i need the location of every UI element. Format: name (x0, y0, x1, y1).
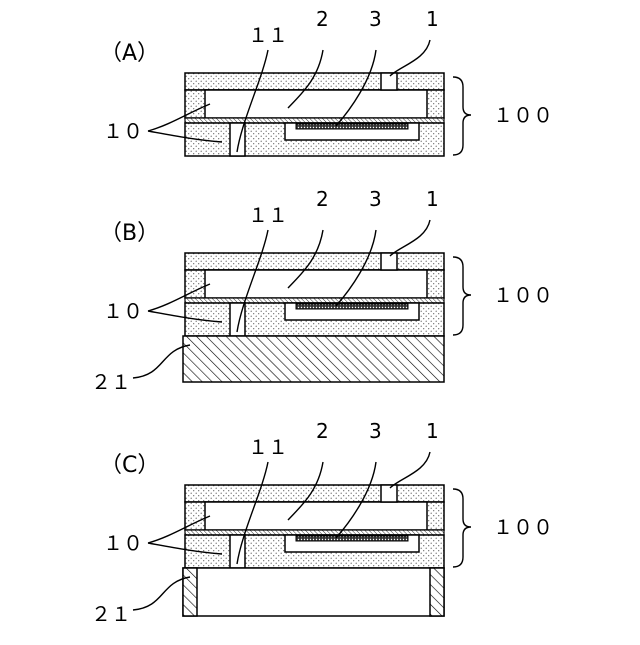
panel-title: （A） (100, 41, 159, 66)
leader-1 (390, 220, 430, 256)
element-1 (381, 253, 397, 270)
label-2: 2 (316, 7, 329, 31)
element-1 (381, 73, 397, 90)
cavity-2 (205, 270, 427, 298)
leader-21 (133, 345, 190, 378)
panel-a: （A） １１ 2 3 1 １０ １００ (100, 7, 553, 156)
panel-title: （C） (100, 453, 159, 478)
label-10: １０ (103, 531, 143, 555)
label-1: 1 (426, 187, 439, 211)
label-1: 1 (426, 419, 439, 443)
base-21-right-wall (430, 568, 444, 616)
label-2: 2 (316, 187, 329, 211)
label-11: １１ (248, 23, 288, 47)
base-21-frame (183, 568, 444, 616)
leader-21 (133, 577, 190, 610)
leader-1 (390, 40, 430, 76)
label-3: 3 (369, 419, 382, 443)
label-100: １００ (493, 103, 553, 127)
label-3: 3 (369, 187, 382, 211)
element-3 (296, 536, 408, 541)
label-10: １０ (103, 119, 143, 143)
label-100: １００ (493, 515, 553, 539)
panel-title: （B） (100, 221, 159, 246)
bracket-100 (453, 489, 471, 567)
cavity-2 (205, 502, 427, 530)
panel-c: （C） １１ 2 3 1 １０ １００ ２１ (91, 419, 553, 626)
base-21-left-wall (183, 568, 197, 616)
label-2: 2 (316, 419, 329, 443)
label-11: １１ (248, 435, 288, 459)
element-3 (296, 304, 408, 309)
element-1 (381, 485, 397, 502)
label-10: １０ (103, 299, 143, 323)
label-3: 3 (369, 7, 382, 31)
label-21: ２１ (91, 602, 131, 626)
label-100: １００ (493, 283, 553, 307)
bracket-100 (453, 77, 471, 155)
element-3 (296, 124, 408, 129)
label-1: 1 (426, 7, 439, 31)
label-11: １１ (248, 203, 288, 227)
label-21: ２１ (91, 370, 131, 394)
base-21 (183, 336, 444, 382)
bracket-100 (453, 257, 471, 335)
leader-1 (390, 452, 430, 488)
cavity-2 (205, 90, 427, 118)
panel-b: （B） １１ 2 3 1 １０ １００ ２１ (91, 187, 553, 394)
